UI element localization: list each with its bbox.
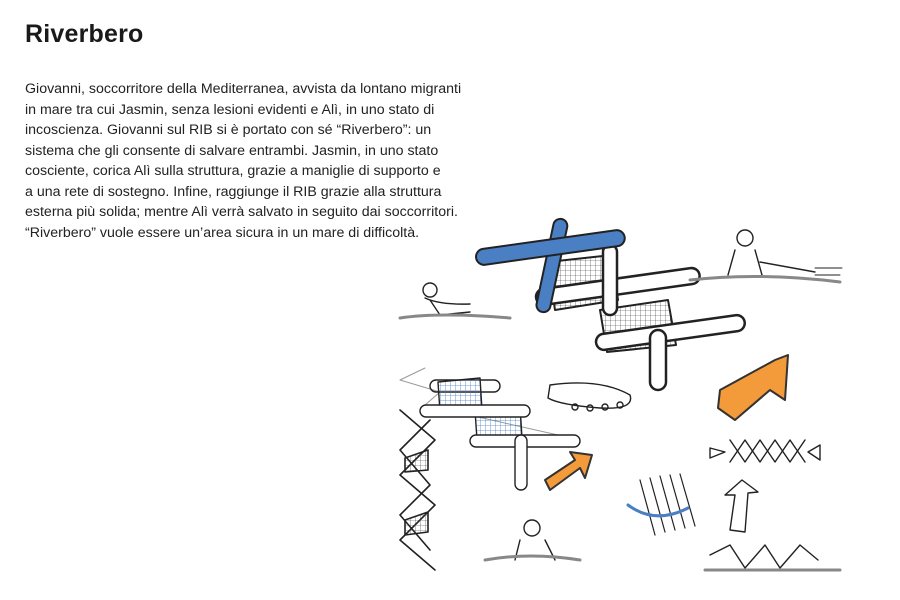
floating-zigzag-sketch xyxy=(703,544,842,572)
swimmer-sketch-left xyxy=(398,282,512,320)
up-arrow-sketch xyxy=(724,479,759,533)
description-line: Giovanni, soccorritore della Mediterrane… xyxy=(25,81,462,97)
orange-arrow-small xyxy=(544,451,593,491)
compression-sketch xyxy=(709,439,821,463)
orange-arrow-large xyxy=(717,354,789,421)
description-line: esterna più solida; mentre Alì verrà sal… xyxy=(25,204,458,220)
description-line: “Riverbero” vuole essere un’area sicura … xyxy=(25,224,420,241)
description-paragraph: Giovanni, soccorritore della Mediterrane… xyxy=(25,79,535,243)
swimmer-sketch-right xyxy=(688,229,843,284)
handle-sketch xyxy=(547,382,632,412)
description-line: sistema che gli consente di salvare entr… xyxy=(25,142,439,159)
main-structure-sketch xyxy=(475,217,746,392)
rotation-sketch xyxy=(626,473,696,536)
swimmer-sketch-bottom xyxy=(483,519,582,562)
description-line: a una rete di sostegno. Infine, raggiung… xyxy=(25,183,442,200)
description-line: incoscienza. Giovanni sul RIB si è porta… xyxy=(25,122,432,138)
folded-structure-sketch xyxy=(399,367,581,491)
description-line: cosciente, corica Alì sulla struttura, g… xyxy=(25,163,441,179)
page-title: Riverbero xyxy=(25,20,144,48)
description-line: in mare tra cui Jasmin, senza lesioni ev… xyxy=(25,101,435,118)
vertical-zigzag-sketch xyxy=(399,409,436,571)
